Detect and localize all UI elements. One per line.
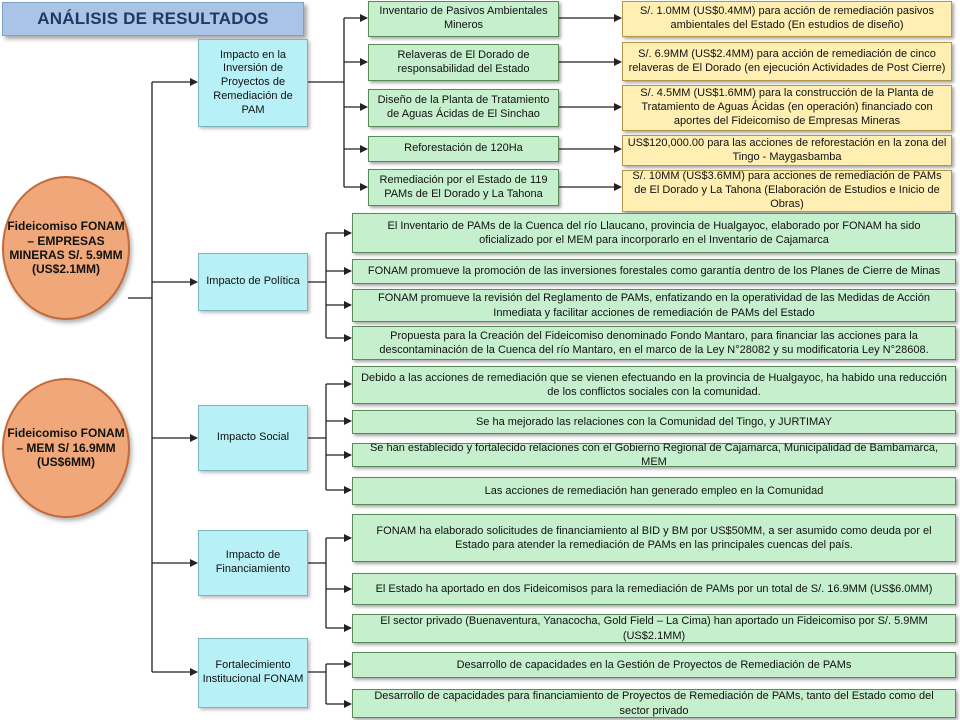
category-policy: Impacto de Política	[198, 253, 308, 311]
project-box: Relaveras de El Dorado de responsabilida…	[368, 44, 559, 81]
project-box: Remediación por el Estado de 119 PAMs de…	[368, 169, 559, 206]
category-institutional: Fortalecimiento Institucional FONAM	[198, 638, 308, 708]
institutional-item: Desarrollo de capacidades en la Gestión …	[352, 652, 956, 678]
amount-box: US$120,000.00 para las acciones de refor…	[622, 135, 952, 166]
source-oval-mining-companies: Fideicomiso FONAM – EMPRESAS MINERAS S/.…	[2, 176, 130, 320]
category-financing: Impacto de Financiamiento	[198, 530, 308, 596]
policy-item: FONAM promueve la revisión del Reglament…	[352, 289, 956, 322]
category-investment: Impacto en la Inversión de Proyectos de …	[198, 39, 308, 127]
social-item: Se ha mejorado las relaciones con la Com…	[352, 410, 956, 434]
amount-box: S/. 10MM (US$3.6MM) para acciones de rem…	[622, 170, 952, 212]
amount-box: S/. 6.9MM (US$2.4MM) para acción de reme…	[622, 42, 952, 81]
project-box: Diseño de la Planta de Tratamiento de Ag…	[368, 89, 559, 127]
category-social: Impacto Social	[198, 405, 308, 471]
social-item: Debido a las acciones de remediación que…	[352, 366, 956, 404]
financing-item: FONAM ha elaborado solicitudes de financ…	[352, 514, 956, 562]
amount-box: S/. 4.5MM (US$1.6MM) para la construcció…	[622, 85, 952, 131]
policy-item: Propuesta para la Creación del Fideicomi…	[352, 326, 956, 360]
policy-item: El Inventario de PAMs de la Cuenca del r…	[352, 213, 956, 253]
page-title: ANÁLISIS DE RESULTADOS	[2, 2, 304, 36]
financing-item: El sector privado (Buenaventura, Yanacoc…	[352, 614, 956, 643]
source-oval-mem: Fideicomiso FONAM – MEM S/ 16.9MM (US$6M…	[2, 378, 130, 518]
social-item: Se han establecido y fortalecido relacio…	[352, 442, 956, 468]
social-item: Las acciones de remediación han generado…	[352, 477, 956, 505]
financing-item: El Estado ha aportado en dos Fideicomiso…	[352, 573, 956, 605]
policy-item: FONAM promueve la promoción de las inver…	[352, 259, 956, 284]
project-box: Reforestación de 120Ha	[368, 136, 559, 162]
institutional-item: Desarrollo de capacidades para financiam…	[352, 689, 956, 718]
project-box: Inventario de Pasivos Ambientales Minero…	[368, 1, 559, 37]
amount-box: S/. 1.0MM (US$0.4MM) para acción de reme…	[622, 1, 952, 37]
